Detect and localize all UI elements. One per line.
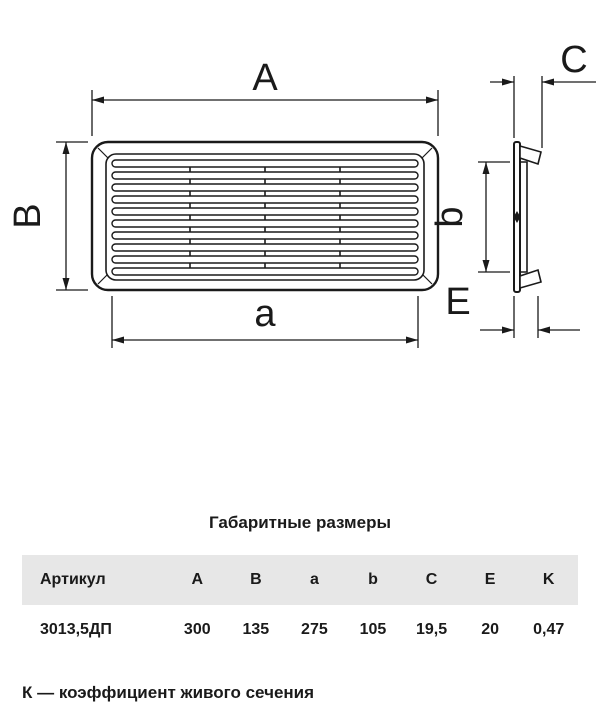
dim-label-A: A: [252, 57, 278, 99]
col-header-A: A: [191, 571, 204, 588]
arrowhead: [502, 326, 514, 334]
arrowhead: [62, 278, 70, 290]
cell-b: 105: [359, 621, 387, 638]
profile-spigot: [520, 161, 528, 273]
profile-top-clip: [519, 144, 542, 166]
cell-C: 19,5: [415, 621, 448, 638]
col-header-b: b: [368, 571, 378, 588]
col-header-B: B: [250, 571, 262, 588]
technical-drawing: A B a: [7, 39, 596, 348]
grille-slat: [111, 231, 419, 240]
dimension-A: A: [91, 57, 439, 136]
cell-B: 135: [242, 621, 270, 638]
grille-slat: [111, 267, 419, 276]
grille-slat: [111, 159, 419, 168]
col-header-C: C: [425, 571, 438, 588]
center-mark: [513, 211, 521, 223]
arrowhead: [542, 78, 554, 86]
arrowhead: [482, 260, 490, 272]
dimension-b: b: [429, 161, 510, 273]
col-header-article: Артикул: [40, 571, 106, 588]
grille-slat: [111, 207, 419, 216]
arrowhead: [62, 142, 70, 154]
dim-label-B: B: [7, 203, 49, 228]
dimensions-table: Артикул A B a b C E K 3013,5ДП 300 135 2…: [22, 555, 578, 655]
grille-slat: [111, 243, 419, 252]
arrowhead: [406, 336, 418, 344]
arrowhead: [112, 336, 124, 344]
col-header-a: a: [309, 571, 319, 588]
cell-K: 0,47: [533, 621, 565, 638]
dim-label-C: C: [560, 39, 587, 81]
dim-label-a: a: [254, 293, 276, 335]
cell-E: 20: [481, 621, 499, 638]
dim-label-b: b: [429, 206, 471, 227]
table-title: Габаритные размеры: [209, 513, 391, 532]
grille-slat: [111, 195, 419, 204]
col-header-K: K: [542, 571, 555, 588]
arrowhead: [502, 78, 514, 86]
arrowhead: [92, 96, 104, 104]
dimension-C: C: [490, 39, 596, 148]
col-header-E: E: [484, 571, 496, 588]
grille-slat: [111, 171, 419, 180]
arrowhead: [426, 96, 438, 104]
cell-article: 3013,5ДП: [40, 621, 112, 638]
dim-label-E: E: [445, 281, 470, 323]
grille-slat: [111, 255, 419, 264]
table-row: 3013,5ДП 300 135 275 105 19,5 20 0,47: [22, 605, 578, 655]
profile-bottom-clip: [519, 268, 542, 290]
arrowhead: [482, 162, 490, 174]
side-view: [513, 141, 542, 293]
table-header-row: Артикул A B a b C E K: [22, 555, 578, 605]
grille-slat: [111, 183, 419, 192]
footnote: К — коэффициент живого сечения: [22, 683, 315, 702]
grille-slat: [111, 219, 419, 228]
dimension-a: a: [111, 293, 419, 348]
cell-A: 300: [183, 621, 211, 638]
page: A B a: [7, 39, 596, 702]
dimension-E: E: [445, 281, 580, 338]
grille-slats: [111, 159, 419, 276]
dimension-B: B: [7, 141, 88, 291]
cell-a: 275: [301, 621, 328, 638]
front-view: [90, 140, 440, 292]
arrowhead: [538, 326, 550, 334]
